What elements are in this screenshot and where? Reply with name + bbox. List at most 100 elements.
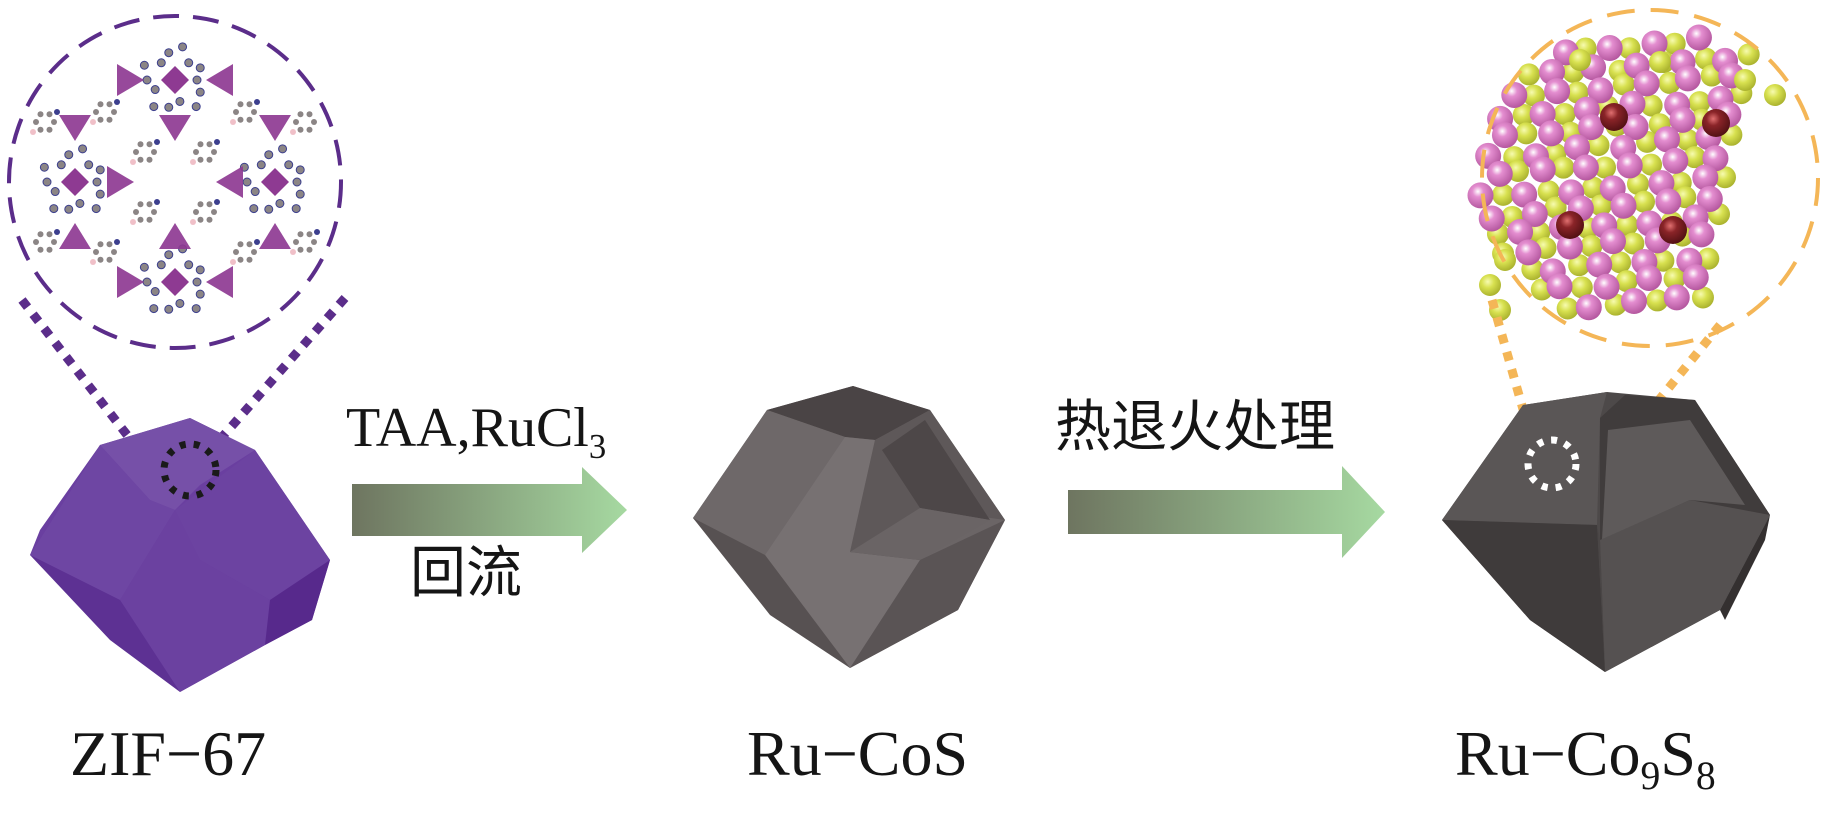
sulfur-atom [1652,249,1675,272]
zif67-cluster [239,144,305,214]
rucos-crystal [693,386,1005,668]
zif67-tetrahedron [159,115,191,141]
sulfur-atom [1737,43,1760,66]
zif67-tetrahedron [206,266,233,298]
sulfur-atom [1512,103,1535,126]
sulfur-atom [1622,232,1645,255]
zif67-label: ZIF−67 [70,718,267,789]
cobalt-atom [1674,65,1701,92]
step1-condition-label: 回流 [410,541,522,606]
ruco9s8-label-main: Ru−Co [1455,718,1641,789]
sulfur-atom [1609,251,1632,274]
cobalt-atom [1655,188,1682,215]
sulfur-atom [1582,176,1605,199]
cobalt-atom [1599,228,1626,255]
zif67-linker [90,99,120,125]
sulfur-atom [1734,69,1756,91]
sulfur-atom [1640,153,1663,176]
sulfur-atom [1569,49,1591,71]
cobalt-atom [1544,78,1571,105]
zif67-tetrahedron [59,115,91,141]
ruco9s8-label-s: S [1660,718,1696,789]
zif67-tetrahedron [117,266,144,298]
ruco9s8-crystal [1442,392,1770,672]
sulfur-atom [1515,122,1538,145]
cobalt-atom [1616,152,1643,179]
sulfur-atom [1556,297,1579,320]
sulfur-atom [1695,47,1718,70]
zif67-tetrahedron [259,115,291,141]
ruthenium-atom [1659,216,1687,244]
cobalt-atom [1641,30,1668,57]
zif67-inset [7,14,343,350]
zif67-linker [90,239,120,265]
ruthenium-atom [1600,103,1628,131]
sulfur-atom [1676,128,1699,151]
sulfur-atom [1553,103,1576,126]
zif67-linker [30,109,60,135]
rucos-label: Ru−CoS [747,718,969,789]
zif67-tetrahedron [59,223,91,249]
cobalt-atom [1662,147,1689,174]
cobalt-atom [1546,273,1573,300]
cobalt-atom [1529,156,1556,183]
cobalt-atom [1515,239,1542,266]
sulfur-atom [1616,213,1639,236]
zif67-linker [130,139,160,165]
zif67-linker [290,109,320,135]
zif67-linker [30,229,60,255]
cobalt-atom [1682,264,1709,291]
step1-reagents-text: TAA,RuCl [346,397,589,459]
cobalt-atom [1621,288,1648,315]
ruthenium-atom [1556,211,1584,239]
cobalt-atom [1702,145,1729,172]
sulfur-atom [1615,270,1638,293]
sulfur-atom [1633,190,1656,213]
zif67-cluster [39,144,105,214]
sulfur-atom [1640,94,1663,117]
sulfur-atom [1517,63,1540,86]
zif67-linker [290,229,320,255]
ruco9s8-inset-dashed-circle [1480,8,1820,348]
zif67-framework-structure [30,42,320,314]
sulfur-atom [1492,183,1515,206]
sulfur-atom [1570,276,1593,299]
cobalt-atom [1501,81,1528,108]
sulfur-atom [1646,289,1669,312]
ruthenium-atom [1702,109,1730,137]
cobalt-atom [1575,294,1602,321]
cobalt-atom [1521,200,1548,227]
cobalt-atom [1669,106,1696,133]
ruco9s8-atomic-model [1467,24,1786,321]
zif67-tetrahedron [117,64,144,96]
sulfur-atom [1697,247,1720,270]
sulfur-atom [1594,156,1617,179]
step2-condition-label: 热退火处理 [1055,395,1335,460]
cobalt-atom [1511,181,1538,208]
cobalt-atom [1663,284,1690,311]
zif67-callout-line-left [18,297,149,461]
cobalt-atom [1529,100,1556,127]
zif67-zoom-ring [160,440,220,500]
sulfur-atom [1764,84,1786,106]
zif67-linker [230,239,260,265]
ruco9s8-label-sub-8: 8 [1695,753,1716,798]
sulfur-atom [1589,194,1612,217]
step2-arrow [1068,466,1385,558]
sulfur-atom [1522,84,1545,107]
sulfur-atom [1663,267,1686,290]
sulfur-atom [1552,156,1575,179]
cobalt-atom [1538,120,1565,147]
cobalt-atom [1587,77,1614,104]
cobalt-atom [1507,219,1534,246]
step1-reagents-subscript: 3 [588,427,607,467]
cobalt-atom [1635,264,1662,291]
cobalt-atom [1696,185,1723,212]
cobalt-atom [1572,154,1599,181]
cobalt-atom [1633,70,1660,97]
sulfur-atom [1580,235,1603,258]
zif67-tetrahedron [259,223,291,249]
cobalt-atom [1685,24,1712,51]
zif67-cluster [139,244,205,314]
sulfur-atom [1544,196,1567,219]
